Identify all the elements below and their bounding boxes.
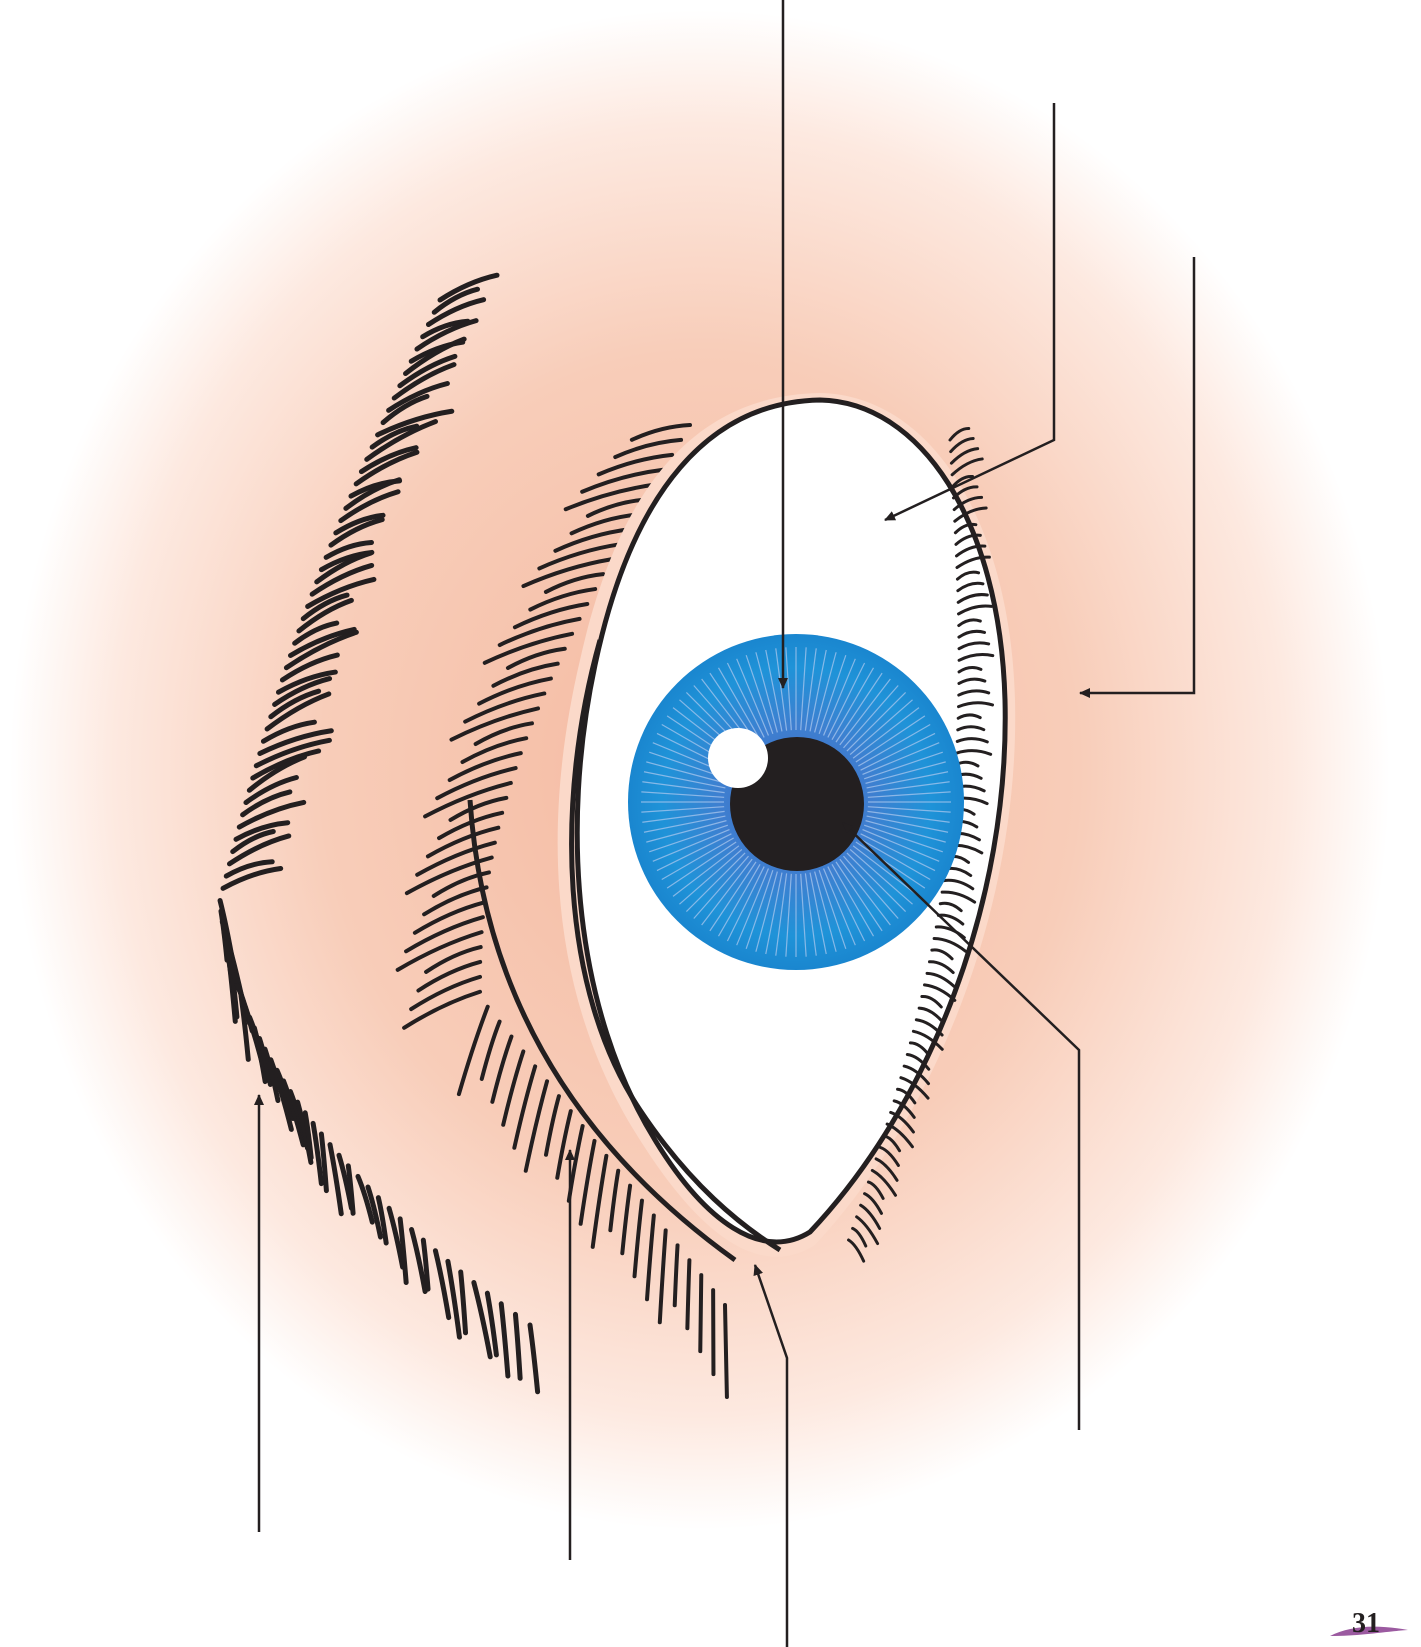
- catchlight-icon: [708, 728, 768, 788]
- eyelash: [687, 1260, 689, 1328]
- page-number: 31: [1352, 1610, 1380, 1638]
- eyelash: [725, 1305, 727, 1397]
- eyelash: [700, 1275, 701, 1351]
